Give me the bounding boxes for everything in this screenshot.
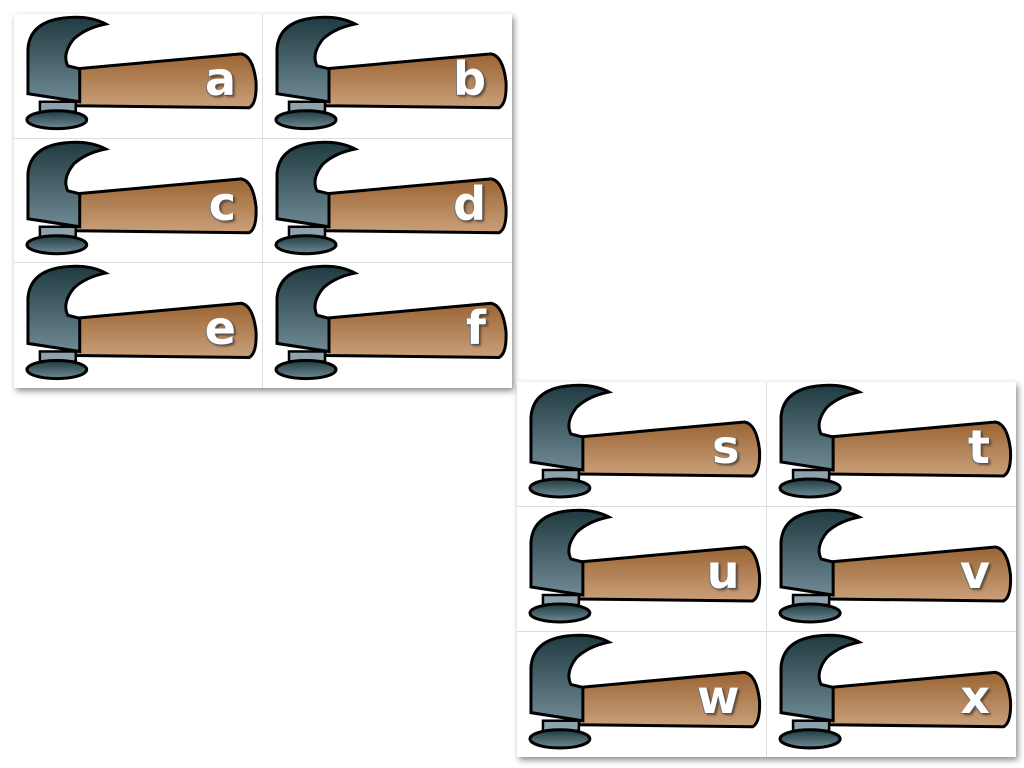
hammer-card: t [766,382,1016,507]
hammer-card: w [517,632,767,757]
card-letter: u [706,545,740,599]
card-letter: b [453,52,486,106]
hammer-card: c [14,138,263,264]
hammer-card: a [14,14,263,139]
card-letter: c [208,176,236,231]
card-letter: w [697,670,740,724]
hammer-card: v [766,507,1016,632]
card-letter: d [453,176,486,231]
hammer-card-sheet-1: a b c d e f [14,14,512,388]
card-letter: t [968,420,990,474]
card-letter: s [712,420,740,474]
hammer-card: b [263,14,512,139]
card-letter: v [960,545,990,599]
hammer-card: x [767,632,1017,757]
hammer-card: e [14,263,263,388]
card-letter: f [465,301,486,356]
card-letter: e [204,301,236,356]
card-letter: a [204,52,236,106]
hammer-card: s [517,382,767,507]
hammer-card-sheet-2: s t u v w x [517,382,1016,757]
hammer-card: u [517,507,767,632]
card-letter: x [960,670,990,724]
hammer-card: d [263,139,512,264]
hammer-card: f [263,263,512,388]
